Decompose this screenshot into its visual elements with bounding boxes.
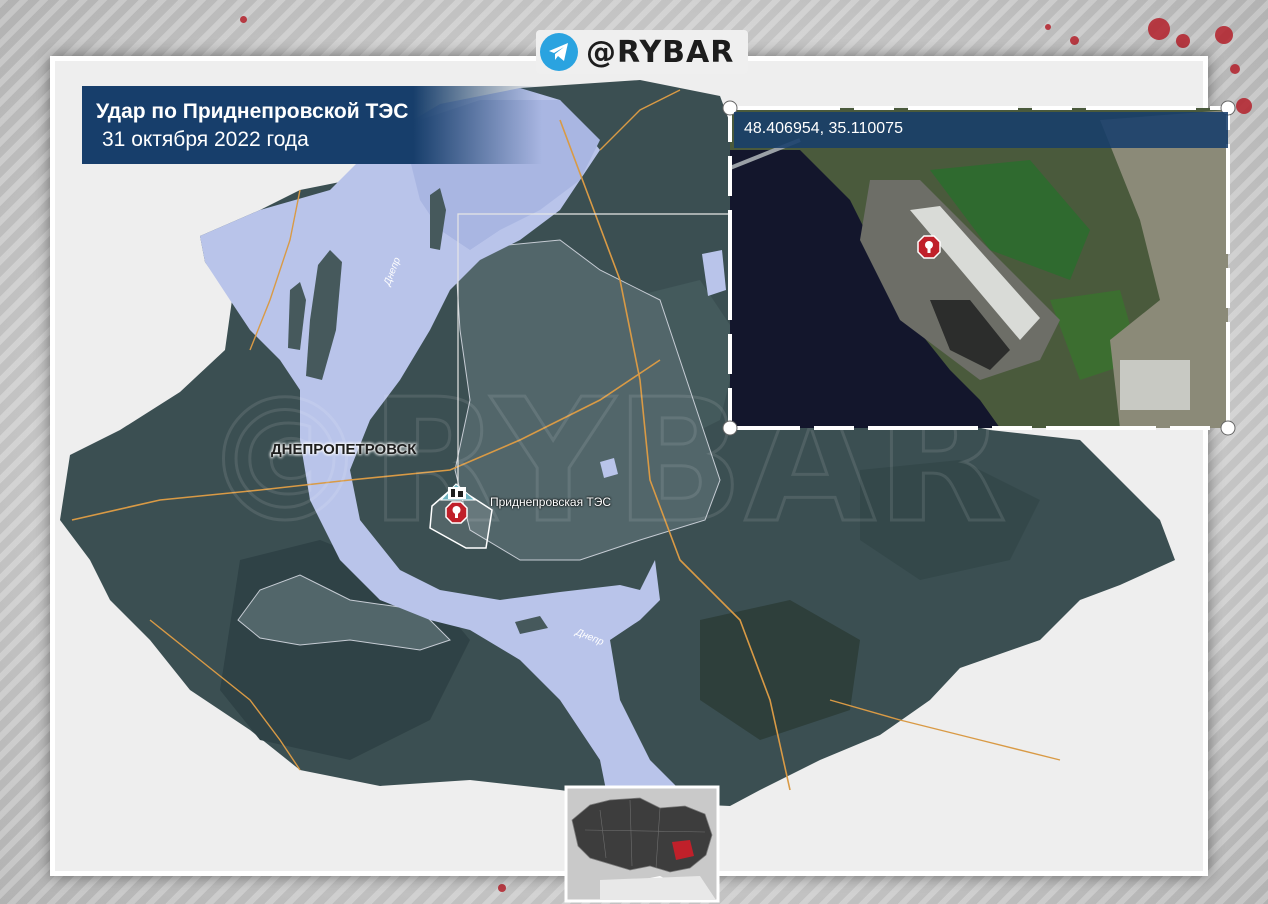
river-island [288, 282, 306, 350]
river-island [600, 458, 618, 478]
road [829, 699, 1061, 761]
inset-explosion-icon [917, 235, 941, 259]
brand-name: @RYBAR [586, 34, 735, 70]
telegram-icon [540, 33, 578, 71]
power-plant-icon[interactable] [439, 483, 477, 501]
inset-plant-building [910, 206, 1040, 340]
splatter-decor [1070, 36, 1079, 45]
inset-corner-handle[interactable] [1220, 420, 1236, 436]
splatter-decor [1176, 34, 1190, 48]
city-zone-west [237, 574, 451, 651]
locator-sea [600, 876, 716, 900]
page-title: Удар по Приднепровской ТЭС [96, 100, 409, 123]
inset-coordinates: 48.406954, 35.110075 [744, 120, 903, 137]
road [149, 619, 301, 771]
splatter-decor [1045, 24, 1051, 30]
road [71, 359, 661, 521]
inset-corner-handle[interactable] [722, 100, 738, 116]
inset-corner-handle[interactable] [1220, 100, 1236, 116]
inset-frame [728, 106, 1230, 430]
brand-header[interactable]: @RYBAR [536, 30, 749, 74]
road [249, 189, 301, 351]
page-subtitle-date: 31 октября 2022 года [102, 128, 309, 151]
inset-urban-block [1120, 360, 1190, 410]
map-field-patch [860, 460, 1040, 580]
explosion-icon[interactable] [445, 501, 468, 524]
splatter-decor [240, 16, 247, 23]
title-box: Удар по Приднепровской ТЭС 31 октября 20… [82, 86, 542, 164]
satellite-inset[interactable] [730, 108, 1228, 428]
city-label: ДНЕПРОПЕТРОВСК [271, 441, 417, 458]
river-island [702, 250, 726, 296]
river-island [515, 616, 548, 634]
locator-highlight-region [672, 840, 694, 860]
inset-coal-yard [930, 300, 1010, 370]
river-island [306, 250, 342, 380]
locator-borders [584, 799, 706, 869]
inset-corner-handle[interactable] [722, 420, 738, 436]
inset-water [730, 150, 1000, 428]
inset-vegetation [930, 160, 1090, 280]
splatter-decor [498, 884, 506, 892]
road [559, 119, 791, 791]
inset-coordinates-bar: 48.406954, 35.110075 [734, 112, 1228, 148]
map-field-patch [700, 600, 860, 740]
river-island [430, 188, 446, 250]
ukraine-locator-map[interactable] [564, 785, 720, 903]
splatter-decor [1215, 26, 1233, 44]
splatter-decor [1148, 18, 1170, 40]
target-label: Приднепровская ТЭС [490, 495, 612, 509]
inset-industrial [860, 180, 1060, 380]
leader-line [457, 213, 732, 486]
inset-urban [1100, 110, 1228, 428]
splatter-decor [1230, 64, 1240, 74]
splatter-decor [1236, 98, 1252, 114]
road [599, 89, 681, 151]
